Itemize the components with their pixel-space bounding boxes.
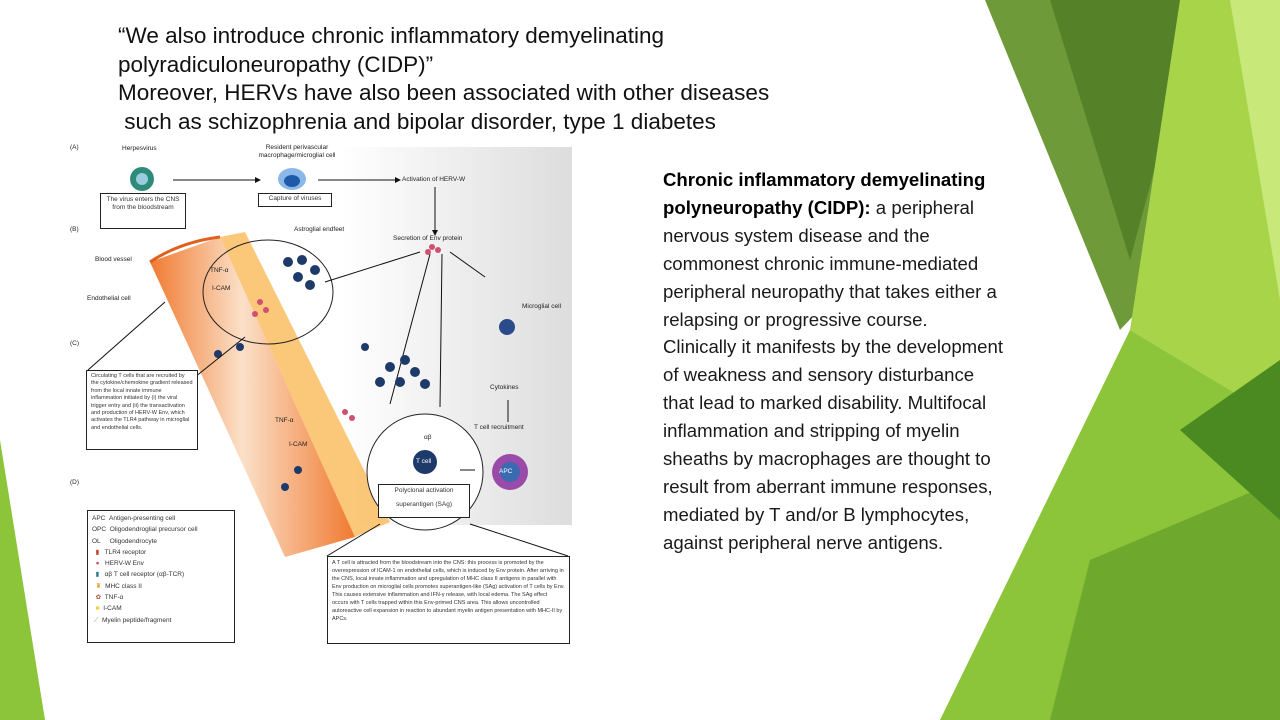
label-tnf-2: TNF-α [275,417,294,424]
panel-label-b: (B) [70,226,79,233]
panel-label-d: (D) [70,479,80,486]
legend-item: ■ I-CAM [95,605,122,613]
title-line: polyradiculoneuropathy (CIDP)” [118,51,434,77]
definition-text: a peripheral nervous system disease and … [663,196,1004,553]
label-blood-vessel: Blood vessel [95,256,132,263]
legend-item: ▮ TLR4 receptor [95,548,147,556]
legend-item: OPC Oligodendroglial precursor cell [92,526,198,534]
label-alpha-beta: αβ [424,434,432,441]
box-capture: Capture of viruses [258,193,332,207]
label-endothelial: Endothelial cell [87,295,131,302]
label-secretion: Secretion of Env protein [393,235,463,242]
label-macrophage: Resident perivascular macrophage/microgl… [258,144,336,159]
mhc-icon: ♜ [95,582,102,590]
label-cytokines: Cytokines [490,384,519,391]
legend-item: ⟋ Myelin peptide/fragment [93,616,172,624]
label-polyclonal: Polyclonal activation [394,487,454,494]
box-polyclonal: Polyclonal activation superantigen (SAg) [378,484,470,518]
title-line: Moreover, HERVs have also been associate… [118,80,770,105]
title-line: “We also introduce chronic inflammatory … [118,23,665,48]
slide-title: “We also introduce chronic inflammatory … [118,22,769,136]
icam-icon: ■ [95,605,100,613]
label-tcell: T cell [416,458,432,465]
label-activation: Activation of HERV-W [402,176,466,183]
title-line: such as schizophrenia and bipolar disord… [118,108,716,134]
label-apc: APC [499,468,513,475]
herv-cidp-figure: (A) (B) (C) (D) Herpesvirus Resident per… [70,142,572,644]
legend-item: OL Oligodendrocyte [92,537,158,545]
legend-item: ♜ MHC class II [95,582,142,590]
panel-label-a: (A) [70,144,79,151]
legend-item: ▮ αβ T cell receptor (αβ-TCR) [95,571,185,579]
tlr4-icon: ▮ [95,548,100,556]
label-microglial: Microglial cell [522,303,562,310]
figure-illustration [87,147,572,557]
definition-term: Chronic inflammatory demyelinating polyn… [663,169,986,218]
label-tcell-recruitment: T cell recruitment [474,424,524,431]
legend-item: ✿ TNF-α [95,594,124,602]
box-virus-enters: The virus enters the CNS from the bloods… [100,193,186,229]
tnf-icon: ✿ [95,594,102,602]
label-astroglial: Astroglial endfeet [294,226,345,233]
tcr-icon: ▮ [95,571,100,579]
label-superantigen: superantigen (SAg) [395,501,452,509]
figure-caption-box: A T cell is attracted from the bloodstre… [327,556,570,644]
panel-label-c: (C) [70,340,80,347]
myelin-icon: ⟋ [93,616,99,624]
label-tnf: TNF-α [210,267,229,274]
cidp-definition: Chronic inflammatory demyelinating polyn… [663,166,1003,557]
figure-legend: APC Antigen-presenting cell OPC Oligoden… [87,510,235,643]
label-herpesvirus: Herpesvirus [122,145,157,152]
legend-item: APC Antigen-presenting cell [92,515,176,522]
env-icon: ● [95,560,100,568]
box-circulating-tcells: Circulating T cells that are recruited b… [86,370,198,450]
legend-item: ● HERV-W Env [95,560,144,568]
label-icam-2: I-CAM [289,441,308,448]
label-icam: I-CAM [212,285,231,292]
